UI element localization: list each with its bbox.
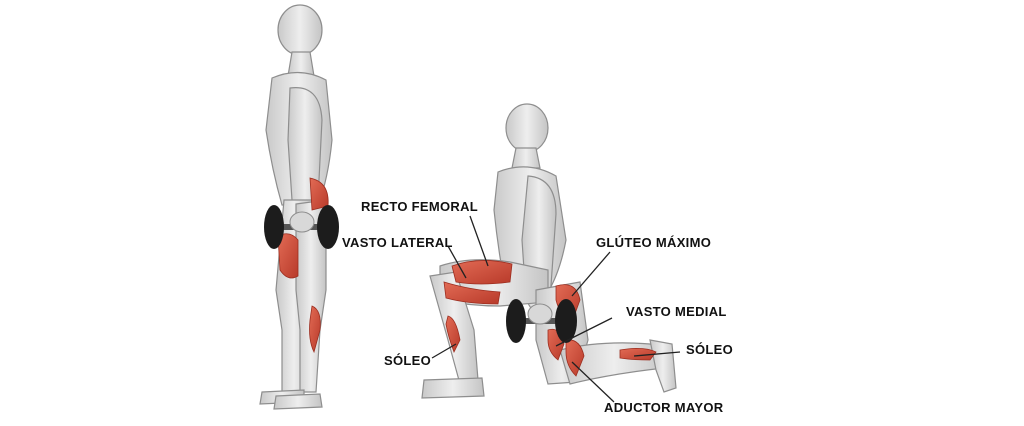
standing-thigh-muscle (277, 233, 299, 279)
standing-dumbbell-plate-left (264, 205, 284, 249)
standing-dumbbell (264, 205, 339, 249)
standing-dumbbell-plate-right (317, 205, 339, 249)
standing-hand (289, 211, 315, 233)
lunge-dumbbell-plate-right (555, 299, 577, 343)
label-gluteo-maximo: GLÚTEO MÁXIMO (596, 235, 712, 250)
lunge-front-foot (421, 377, 485, 399)
standing-muscles (277, 177, 329, 354)
leader-recto-femoral (469, 215, 489, 267)
label-aductor-mayor: ADUCTOR MAYOR (604, 400, 724, 415)
label-vasto-lateral: VASTO LATERAL (342, 235, 453, 250)
soleus-right-muscle (619, 348, 657, 361)
soleus-left-muscle (445, 315, 461, 353)
leader-lines (431, 215, 681, 403)
adductor-magnus-muscle (565, 339, 585, 377)
leader-vasto-lateral (447, 245, 467, 279)
standing-head (277, 4, 323, 56)
lunge-head (505, 103, 549, 153)
rectus-femoris-muscle (451, 260, 513, 285)
label-vasto-medial: VASTO MEDIAL (626, 304, 727, 319)
lunge-neck (511, 147, 541, 169)
label-soleo-right: SÓLEO (686, 342, 734, 357)
leader-vasto-medial (555, 317, 613, 347)
vastus-lateralis-muscle (443, 281, 501, 305)
lunge-dumbbell (506, 299, 577, 343)
standing-foot-front (273, 393, 323, 410)
label-soleo-left: SÓLEO (384, 353, 432, 368)
leader-soleo-right (633, 351, 681, 357)
standing-calf-muscle (309, 305, 321, 354)
leader-aductor-mayor (571, 361, 615, 403)
leader-gluteo-maximo (571, 251, 611, 297)
lunge-hand (527, 303, 553, 325)
lunge-dumbbell-plate-left (506, 299, 526, 343)
leader-soleo-left (431, 343, 457, 359)
label-recto-femoral: RECTO FEMORAL (361, 199, 479, 214)
